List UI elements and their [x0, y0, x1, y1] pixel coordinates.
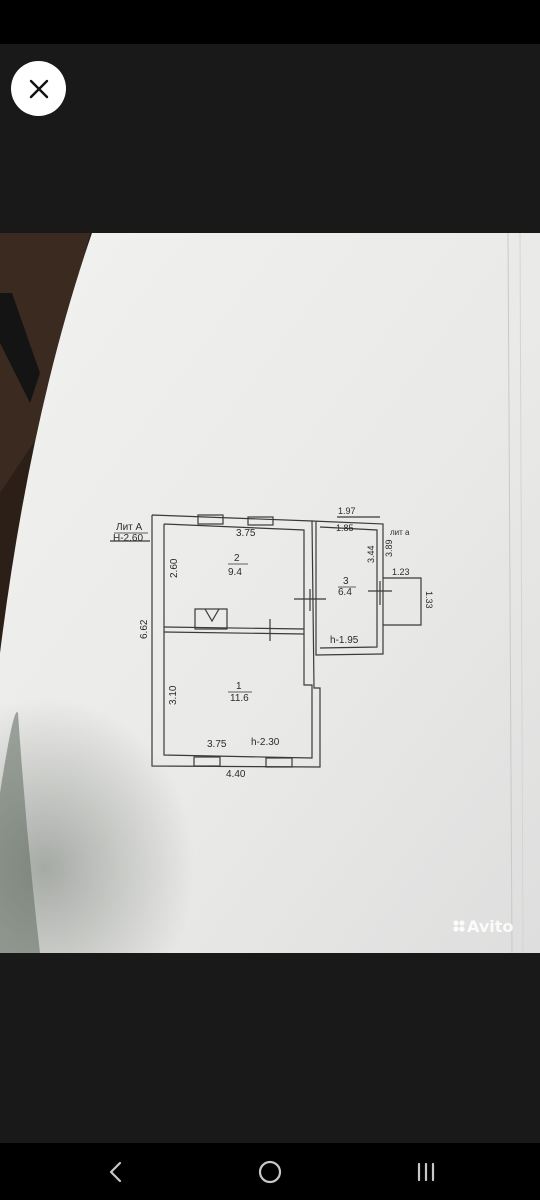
room1-area: 11.6	[230, 693, 249, 704]
status-bar	[0, 0, 540, 44]
dim-room3-height: h-1.95	[330, 635, 359, 646]
avito-watermark-text: Avito	[467, 917, 513, 936]
close-icon	[29, 79, 48, 98]
dim-porch-depth: 1.33	[424, 591, 434, 609]
dim-room1-height: h-2.30	[251, 737, 280, 748]
floor-plan-photo: Лит А Н-2.60 1.97 1.85 лит а 3.75 2 9.4 …	[0, 233, 540, 953]
dim-room3-depth-a: 3.44	[366, 545, 376, 563]
room2-number: 2	[234, 553, 240, 564]
dim-top-right-inner: 1.85	[336, 523, 354, 533]
dim-porch-width: 1.23	[392, 567, 410, 577]
viewer-top-area	[0, 44, 540, 233]
floor-plan	[110, 514, 422, 768]
recents-button[interactable]	[396, 1151, 456, 1193]
dim-top-right-outer: 1.97	[338, 506, 356, 516]
room3-area: 6.4	[338, 587, 352, 598]
avito-watermark: Avito	[453, 917, 513, 936]
dim-room2-width: 3.75	[236, 528, 256, 539]
home-button[interactable]	[240, 1151, 300, 1193]
lit-a-small-label: лит а	[390, 528, 410, 537]
lit-a-label: Лит А	[116, 522, 143, 533]
navigation-bar	[0, 1143, 540, 1200]
dim-room1-depth: 3.10	[168, 685, 179, 705]
dim-left-total: 6.62	[139, 619, 150, 639]
dim-room3-depth-b: 3.89	[384, 539, 394, 557]
room2-area: 9.4	[228, 567, 242, 578]
recents-icon	[417, 1162, 435, 1182]
close-button[interactable]	[11, 61, 66, 116]
home-icon	[258, 1160, 282, 1184]
room1-number: 1	[236, 681, 242, 692]
dim-room1-width: 3.75	[207, 739, 227, 750]
back-icon	[109, 1161, 122, 1183]
back-button[interactable]	[86, 1151, 146, 1193]
room3-number: 3	[343, 576, 349, 587]
dim-room2-depth: 2.60	[169, 558, 180, 578]
viewer-bottom-area	[0, 953, 540, 1143]
dim-total-width: 4.40	[226, 769, 246, 780]
photo[interactable]: Лит А Н-2.60 1.97 1.85 лит а 3.75 2 9.4 …	[0, 233, 540, 953]
lit-a-height: Н-2.60	[113, 533, 143, 544]
